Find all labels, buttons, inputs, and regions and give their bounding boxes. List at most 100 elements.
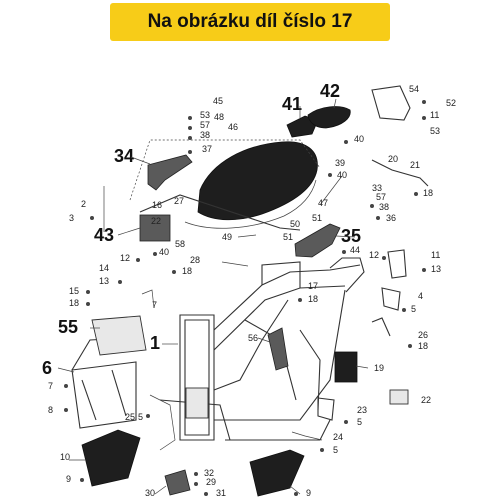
left-panel-34: [147, 154, 193, 191]
rail-20-21: [371, 159, 429, 187]
seat-frame-outline: [139, 194, 301, 231]
callout-18d: 18: [308, 294, 318, 304]
callout-15: 15: [69, 286, 79, 296]
callout-53b: 53: [430, 126, 440, 136]
callout-9b: 9: [306, 488, 311, 498]
bracket-4: [381, 287, 401, 311]
bracket-54: [371, 85, 411, 121]
mount-30: [164, 469, 191, 496]
callout-24: 24: [333, 432, 343, 442]
title-banner: Na obrázku díl číslo 17: [110, 3, 390, 41]
part-56: [267, 327, 289, 371]
callout-53: 53: [200, 110, 210, 120]
bracket-55: [91, 315, 147, 356]
part-19: [334, 351, 358, 383]
callout-18b: 18: [182, 266, 192, 276]
callout-5: 5: [411, 304, 416, 314]
cable-24: [291, 431, 323, 441]
callout-6: 6: [42, 358, 52, 378]
callout-10: 10: [60, 452, 70, 462]
footrest-panel-right: [249, 449, 305, 497]
callout-12: 12: [120, 253, 130, 263]
callout-56: 56: [248, 333, 258, 343]
callout-25: 25: [125, 412, 135, 422]
callout-22b: 22: [421, 395, 431, 405]
callout-3: 3: [69, 213, 74, 223]
callout-7b: 7: [48, 381, 53, 391]
callout-57: 57: [200, 120, 210, 130]
callout-22: 22: [151, 216, 161, 226]
callout-8: 8: [48, 405, 53, 415]
callout-39: 39: [335, 158, 345, 168]
callout-46: 46: [228, 122, 238, 132]
callout-labels: 45 48 53 57 38 46 37 41 42 54 52 11 53 4…: [42, 81, 456, 498]
callout-5b: 5: [138, 412, 143, 422]
callout-16: 16: [152, 200, 162, 210]
callout-18e: 18: [418, 341, 428, 351]
callout-42: 42: [320, 81, 340, 101]
callout-57b: 57: [376, 192, 386, 202]
callout-50: 50: [290, 219, 300, 229]
callout-4: 4: [418, 291, 423, 301]
callout-35: 35: [341, 226, 361, 246]
part-7-bracket: [141, 289, 155, 309]
callout-11b: 11: [431, 250, 440, 260]
seat-base: [184, 179, 317, 229]
callout-5d: 5: [333, 445, 338, 455]
callout-13: 13: [431, 264, 441, 274]
callout-40c: 40: [159, 247, 169, 257]
callout-20: 20: [388, 154, 398, 164]
callout-19: 19: [374, 363, 384, 373]
callout-37: 37: [202, 144, 212, 154]
callout-21: 21: [410, 160, 420, 170]
rod-47: [319, 175, 343, 206]
footrest-panel-left: [81, 429, 141, 487]
callout-30: 30: [145, 488, 155, 498]
callout-51: 51: [312, 213, 322, 223]
callout-38b: 38: [379, 202, 389, 212]
callout-34: 34: [114, 146, 134, 166]
callout-29: 29: [206, 477, 216, 487]
rear-cushion-42: [307, 106, 351, 129]
callout-40: 40: [354, 134, 364, 144]
callout-36: 36: [386, 213, 396, 223]
callout-54: 54: [409, 84, 419, 94]
callout-43: 43: [94, 225, 114, 245]
callout-52: 52: [446, 98, 456, 108]
callout-2: 2: [81, 199, 86, 209]
bracket-23: [317, 397, 335, 421]
callout-55: 55: [58, 317, 78, 337]
page-title: Na obrázku díl číslo 17: [147, 11, 353, 32]
callout-33: 33: [372, 183, 382, 193]
fasteners: [64, 100, 426, 496]
part-22: [389, 389, 409, 405]
callout-5c: 5: [357, 417, 362, 427]
callout-45: 45: [213, 96, 223, 106]
seat-cushion: [197, 141, 318, 221]
lock-43: [139, 214, 171, 242]
callout-1: 1: [150, 333, 160, 353]
callout-26: 26: [418, 330, 428, 340]
bracket-11: [387, 249, 407, 279]
right-panel-35: [294, 223, 341, 258]
main-frame: [149, 257, 365, 451]
callout-44: 44: [350, 245, 360, 255]
callout-11: 11: [430, 110, 439, 120]
callout-18c: 18: [69, 298, 79, 308]
callout-27: 27: [174, 196, 184, 206]
leader-lines: [57, 98, 369, 495]
callout-7: 7: [152, 300, 157, 310]
callout-9: 9: [66, 474, 71, 484]
callout-38: 38: [200, 130, 210, 140]
rod-28: [221, 261, 249, 267]
callout-49: 49: [222, 232, 232, 242]
callout-41: 41: [282, 94, 302, 114]
callout-40b: 40: [337, 170, 347, 180]
callout-12b: 12: [369, 250, 379, 260]
callout-17: 17: [308, 281, 318, 291]
callout-58: 58: [175, 239, 185, 249]
callout-51b: 51: [283, 232, 293, 242]
bracket-26: [371, 317, 391, 337]
callout-47: 47: [318, 198, 328, 208]
